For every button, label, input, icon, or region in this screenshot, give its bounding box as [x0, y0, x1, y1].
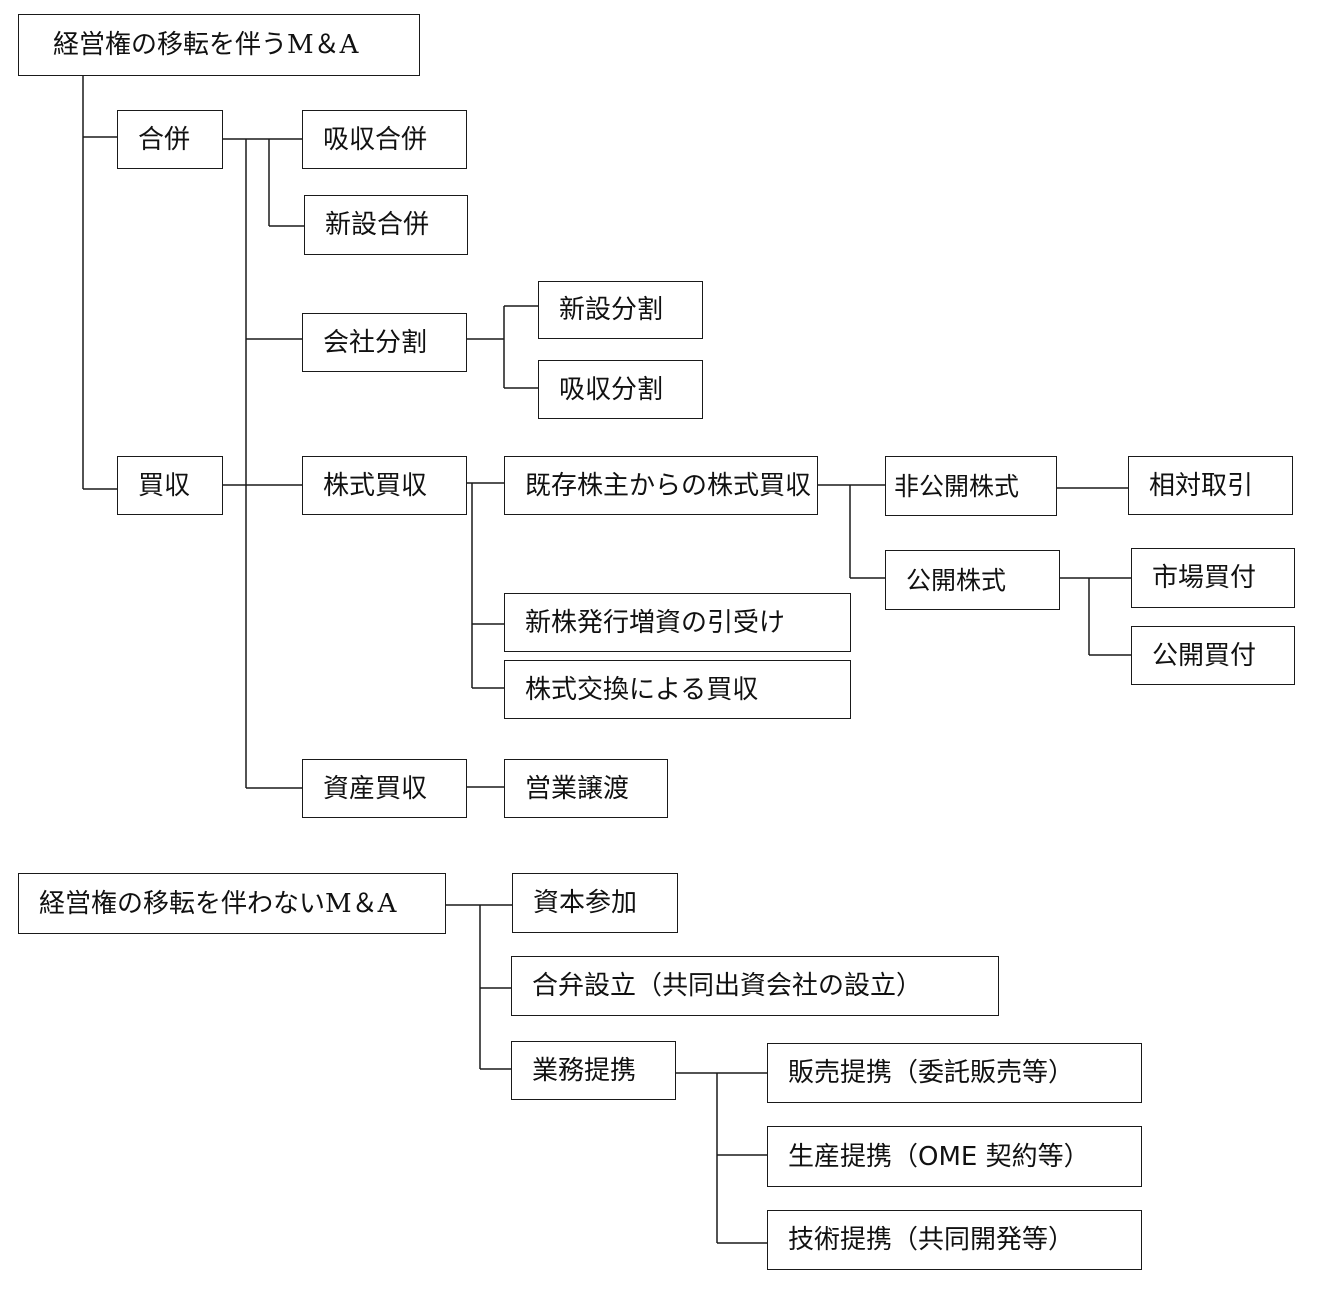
node-ma-without-control-transfer: 経営権の移転を伴わないM＆A — [18, 873, 446, 934]
node-joint-venture: 合弁設立（共同出資会社の設立） — [511, 956, 999, 1016]
node-absorption-merger: 吸収合併 — [302, 110, 467, 169]
node-acquisition: 買収 — [117, 456, 223, 515]
node-incorporation-split: 新設分割 — [538, 281, 703, 339]
node-tender-offer: 公開買付 — [1131, 626, 1295, 685]
node-capital-participation: 資本参加 — [512, 873, 678, 933]
node-share-purchase: 株式買収 — [302, 456, 467, 515]
node-absorption-split: 吸収分割 — [538, 360, 703, 419]
node-share-exchange-acquisition: 株式交換による買収 — [504, 660, 851, 719]
node-production-alliance: 生産提携（OME 契約等） — [767, 1126, 1142, 1187]
node-private-shares: 非公開株式 — [885, 456, 1057, 516]
node-negotiated-transaction: 相対取引 — [1128, 456, 1293, 515]
node-consolidation-merger: 新設合併 — [304, 195, 468, 255]
node-ma-with-control-transfer: 経営権の移転を伴うM＆A — [18, 14, 420, 76]
node-asset-purchase: 資産買収 — [302, 759, 467, 818]
node-purchase-from-existing-shareholders: 既存株主からの株式買収 — [504, 456, 818, 515]
node-technology-alliance: 技術提携（共同開発等） — [767, 1210, 1142, 1270]
node-company-split: 会社分割 — [302, 313, 467, 372]
node-public-shares: 公開株式 — [885, 550, 1060, 610]
node-business-transfer: 営業譲渡 — [504, 759, 668, 818]
node-sales-alliance: 販売提携（委託販売等） — [767, 1043, 1142, 1103]
node-market-purchase: 市場買付 — [1131, 548, 1295, 608]
node-new-share-subscription: 新株発行増資の引受け — [504, 593, 851, 652]
node-business-alliance: 業務提携 — [511, 1041, 676, 1100]
node-merger: 合併 — [117, 110, 223, 169]
